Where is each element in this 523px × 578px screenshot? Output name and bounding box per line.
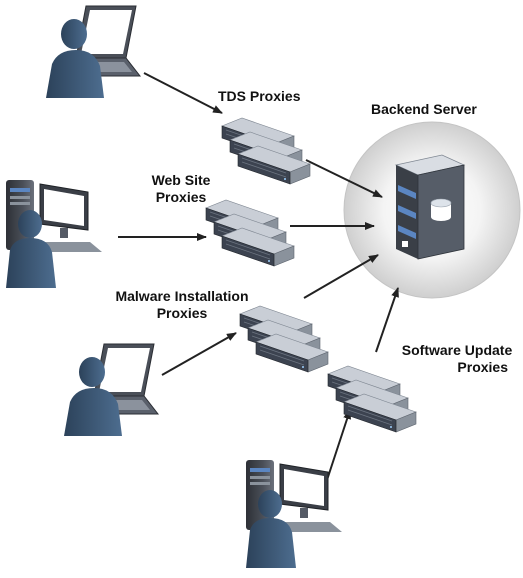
arrow-client1-to-tds (143, 72, 223, 114)
update-proxies-label: Software Update Proxies (398, 342, 516, 376)
arrow-client4-to-update (326, 409, 351, 481)
malware-label-line2: Proxies (156, 305, 208, 321)
update-label-line1: Software Update (401, 342, 513, 358)
laptop-user-icon (45, 5, 141, 99)
laptop-user-icon (63, 343, 159, 437)
backend-server-icon (394, 154, 466, 260)
desktop-user-icon (5, 179, 103, 289)
website-proxies-label: Web Site Proxies (146, 172, 216, 206)
desktop-user-icon (245, 459, 343, 569)
arrow-malware-to-backend (303, 254, 379, 299)
update-label-line2: Proxies (457, 359, 508, 375)
arrow-update-to-backend (375, 287, 399, 353)
malware-proxies-label: Malware Installation Proxies (107, 288, 257, 322)
website-label-line1: Web Site (151, 172, 211, 188)
arrow-client3-to-malware (161, 332, 237, 376)
malware-label-line1: Malware Installation (115, 288, 249, 304)
arrow-tds-to-backend (305, 159, 383, 198)
website-label-line2: Proxies (155, 189, 207, 205)
backend-server-label: Backend Server (371, 101, 477, 117)
tds-proxies-label: TDS Proxies (218, 88, 301, 104)
website-proxies-icon (205, 199, 295, 267)
tds-proxies-icon (221, 117, 311, 185)
